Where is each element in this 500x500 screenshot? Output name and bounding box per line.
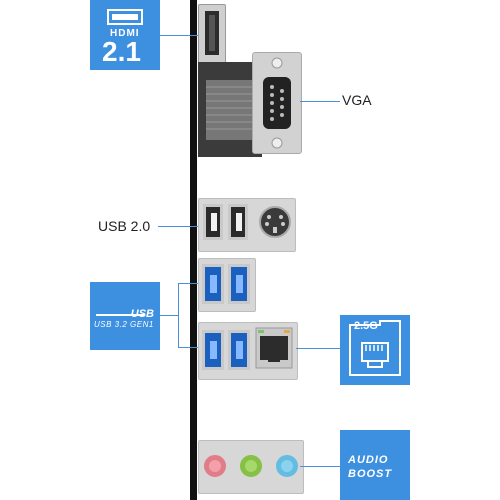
audio-connector-line (300, 466, 340, 467)
usb32-bracket-vert (178, 283, 179, 348)
usb32-bracket-top (178, 283, 200, 284)
usb20-port-1 (203, 204, 223, 240)
audio-jack-green (240, 455, 262, 477)
vga-ribbon-cable (198, 62, 262, 157)
lan-connector-line (296, 348, 340, 349)
usb20-port-2 (228, 204, 248, 240)
lan-badge-icon (349, 320, 401, 376)
usb32-badge: USB USB 3.2 GEN1 (90, 282, 160, 350)
audio-jack-blue (276, 455, 298, 477)
usb20-label: USB 2.0 (98, 218, 151, 234)
ethernet-port-icon (255, 327, 293, 369)
audio-boost-line1: AUDIO (348, 454, 389, 466)
audio-boost-badge: AUDIO BOOST (340, 430, 410, 500)
vga-connector-line (300, 101, 340, 102)
usb32-bracket-bottom (178, 347, 200, 348)
usb32-bracket-mid (160, 315, 178, 316)
io-shield-edge (190, 0, 197, 500)
usb32-badge-line (96, 314, 144, 316)
usb32-port-2 (228, 264, 250, 304)
audio-boost-line2: BOOST (348, 468, 393, 480)
lan-port (254, 326, 294, 370)
usb20-connector-line (158, 226, 198, 227)
hdmi-badge-bottom: 2.1 (102, 36, 141, 67)
usb32-badge-top: USB (130, 308, 154, 320)
lan-badge-text: 2.5G (354, 320, 378, 332)
usb32-port-3 (202, 330, 224, 370)
hdmi-logo-icon (107, 9, 143, 25)
usb32-port-1 (202, 264, 224, 304)
hdmi-connector-line (160, 35, 200, 36)
lan-badge: 2.5G (340, 315, 410, 385)
ps2-port-icon (259, 206, 291, 238)
usb32-badge-bottom: USB 3.2 GEN1 (94, 320, 154, 329)
hdmi-badge: HDMI 2.1 (90, 0, 160, 70)
hdmi-badge-top: HDMI (110, 28, 140, 39)
ribbon-texture-icon (206, 80, 254, 140)
vga-port (252, 52, 302, 154)
usb32-port-4 (228, 330, 250, 370)
ps2-port (258, 205, 292, 239)
hdmi-port-icon (205, 11, 219, 55)
vga-label: VGA (342, 92, 372, 108)
vga-port-icon (263, 57, 291, 149)
audio-jack-pink (204, 455, 226, 477)
hdmi-port (198, 4, 226, 64)
